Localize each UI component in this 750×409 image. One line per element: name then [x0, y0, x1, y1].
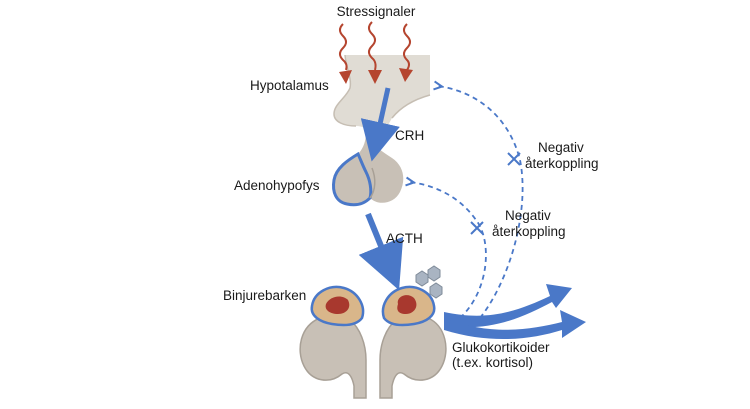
adrenal-cortex-label: Binjurebarken: [223, 288, 306, 303]
negative-feedback-upper-line2: återkoppling: [525, 156, 599, 171]
glucocorticoid-output-arrows: [444, 284, 586, 340]
hormone-molecules: [415, 265, 443, 299]
stress-signal-arrows: [339, 21, 413, 84]
hypothalamus-label: Hypotalamus: [250, 78, 329, 93]
feedback-inhibition-marks: [470, 152, 521, 235]
acth-label: ACTH: [386, 231, 423, 246]
glucocorticoids-label-line2: (t.ex. kortisol): [452, 355, 533, 370]
adenohypophysis-label: Adenohypofys: [234, 178, 320, 193]
negative-feedback-lower-line1: Negativ: [505, 208, 551, 223]
right-adrenal-kidney: [379, 285, 447, 399]
negative-feedback-lower-line2: återkoppling: [492, 224, 566, 239]
crh-label: CRH: [395, 128, 424, 143]
acth-arrow: [358, 212, 404, 291]
glucocorticoids-label-line1: Glukokortikoider: [452, 340, 550, 355]
stress-signals-label: Stressignaler: [337, 4, 416, 19]
negative-feedback-upper-line1: Negativ: [538, 140, 584, 155]
pituitary-shape: [332, 132, 404, 207]
crh-arrow: [360, 87, 400, 162]
negative-feedback-paths: [410, 86, 524, 319]
left-adrenal-kidney: [299, 285, 367, 399]
